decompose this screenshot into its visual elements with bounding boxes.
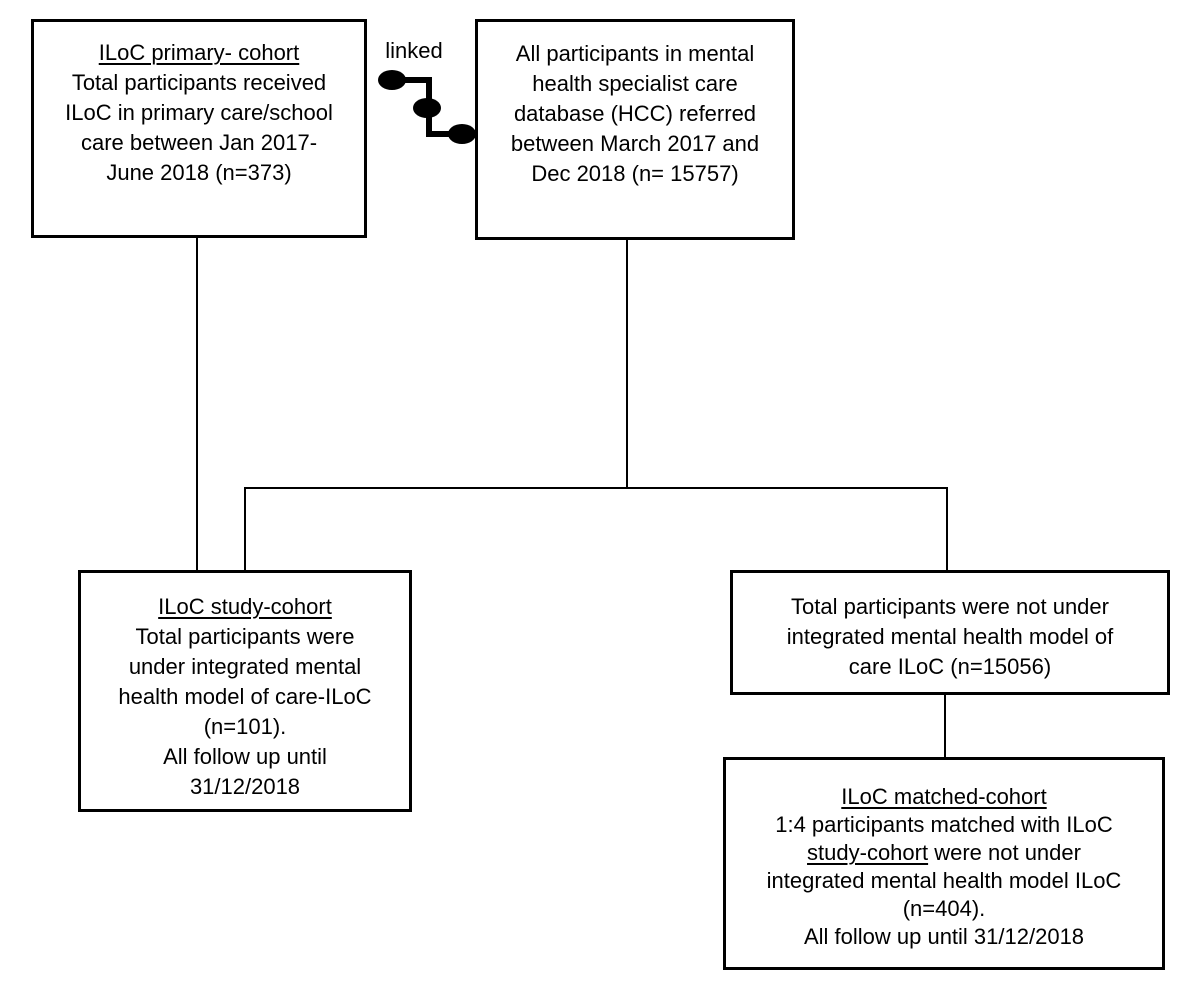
linked-dot-icon [448,124,476,144]
hcc-text-line: All participants in mental [515,41,755,66]
box-study-cohort: ILoC study-cohort Total participants wer… [78,570,412,812]
primary-cohort-text-line: Total participants received [71,70,327,95]
linked-dot-icon [378,70,406,90]
primary-cohort-text-line: care between Jan 2017- [80,130,318,155]
matched-cohort-text-line: 1:4 participants matched with ILoC [775,812,1113,837]
matched-cohort-text-line: (n=404). [902,896,986,921]
linked-dot-icon [413,98,441,118]
not-under-text-line: Total participants were not under [791,594,1109,619]
connector-split-left [244,487,246,572]
connector-split-horizontal [244,487,948,489]
study-cohort-text-line: under integrated mental [128,654,362,679]
not-under-text-line: care ILoC (n=15056) [848,654,1052,679]
study-cohort-text-line: All follow up until [163,744,327,769]
study-cohort-text-line: 31/12/2018 [189,774,301,799]
box-primary-cohort: ILoC primary- cohort Total participants … [31,19,367,238]
not-under-text-line: integrated mental health model of [786,624,1114,649]
box-matched-cohort: ILoC matched-cohort 1:4 participants mat… [723,757,1165,970]
study-cohort-title: ILoC study-cohort [158,594,332,619]
linked-label: linked [385,38,443,63]
connector-primary-to-study [196,238,198,572]
primary-cohort-title: ILoC primary- cohort [98,40,300,65]
hcc-text-line: Dec 2018 (n= 15757) [531,161,739,186]
connector-split-right [946,487,948,572]
connector-notunder-to-matched [944,694,946,757]
matched-cohort-underlined-ref: study-cohort [807,840,929,865]
hcc-text-line: health specialist care [532,71,738,96]
matched-cohort-text-line: study-cohort were not under [726,839,1162,867]
matched-cohort-line2-rest: were not under [928,840,1081,865]
study-cohort-text-line: Total participants were [135,624,355,649]
box-not-under-iloc: Total participants were not under integr… [730,570,1170,695]
connector-hcc-down [626,240,628,489]
linked-connector-path [393,77,464,137]
primary-cohort-text-line: June 2018 (n=373) [106,160,292,185]
study-cohort-text-line: (n=101). [203,714,287,739]
matched-cohort-title: ILoC matched-cohort [841,784,1047,809]
hcc-text-line: between March 2017 and [510,131,760,156]
primary-cohort-text-line: ILoC in primary care/school [65,100,333,125]
matched-cohort-text-line: integrated mental health model ILoC [766,868,1122,893]
study-cohort-text-line: health model of care-ILoC [118,684,372,709]
box-hcc-database: All participants in mental health specia… [475,19,795,240]
matched-cohort-text-line: All follow up until 31/12/2018 [803,924,1085,949]
hcc-text-line: database (HCC) referred [513,101,757,126]
